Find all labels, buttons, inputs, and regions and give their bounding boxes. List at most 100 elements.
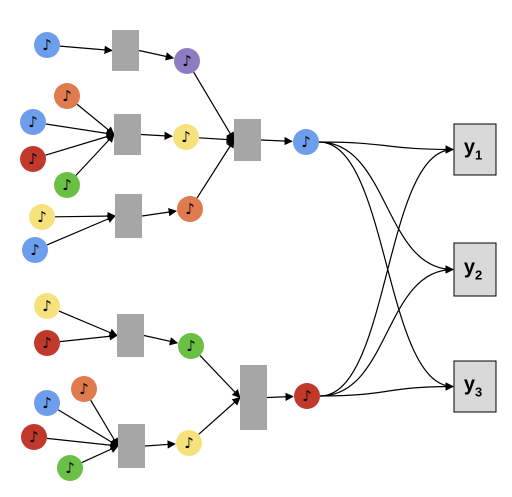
edge-bm2-to-box7 (198, 396, 241, 435)
edge-b4-to-box6 (57, 409, 119, 447)
note-circle (174, 48, 200, 74)
aggregator-box5 (117, 314, 144, 357)
aggregator-box1 (112, 30, 139, 71)
note-circle (20, 109, 46, 135)
note-node-m1: ♪ (174, 48, 200, 74)
output-label-base: y (464, 374, 476, 396)
aggregator-boxes (112, 30, 267, 468)
edge-n4-to-box2 (45, 132, 115, 156)
note-node-top-out: ♪ (293, 129, 319, 155)
music-note-icon: ♪ (42, 297, 52, 315)
note-node-b6: ♪ (57, 455, 83, 481)
edge-top-out-to-output-2 (318, 141, 454, 274)
edge-b1-to-box5 (58, 310, 118, 337)
note-node-bm1: ♪ (178, 333, 204, 359)
note-circle (34, 293, 60, 319)
output-box-1: y1 (453, 123, 497, 176)
music-note-icon: ♪ (184, 434, 194, 452)
note-node-b3: ♪ (71, 376, 97, 402)
edge-n1-to-box1 (59, 45, 113, 55)
edge-box2-to-m2 (140, 131, 173, 140)
output-label-subscript: 3 (475, 385, 482, 400)
music-note-icon: ♪ (65, 459, 75, 477)
note-nodes: ♪♪♪♪♪♪♪♪♪♪♪♪♪♪♪♪♪♪♪♪ (20, 32, 320, 481)
note-node-n2: ♪ (54, 83, 80, 109)
output-box-2: y2 (453, 242, 497, 297)
note-node-bottom-out: ♪ (294, 383, 320, 409)
note-node-m3: ♪ (177, 196, 203, 222)
output-label-subscript: 1 (475, 148, 482, 163)
note-circle (54, 172, 80, 198)
note-circle (29, 204, 55, 230)
music-note-icon: ♪ (42, 334, 52, 352)
music-note-icon: ♪ (42, 394, 52, 412)
edge-bottom-out-to-output-2 (319, 265, 454, 397)
note-node-b5: ♪ (21, 424, 47, 450)
note-node-n6: ♪ (29, 204, 55, 230)
edge-n6-to-box3 (54, 211, 116, 221)
edge-box7-to-bottom-out (266, 392, 294, 402)
aggregator-box3 (115, 194, 142, 238)
edge-n3-to-box2 (45, 123, 115, 138)
output-label-base: y (464, 257, 476, 279)
note-circle (178, 333, 204, 359)
note-node-b2: ♪ (34, 330, 60, 356)
music-note-icon: ♪ (29, 428, 39, 446)
edge-n5-to-box2 (75, 133, 115, 176)
note-circle (34, 330, 60, 356)
music-note-icon: ♪ (182, 52, 192, 70)
edge-m3-to-box4 (196, 139, 235, 199)
music-note-icon: ♪ (62, 176, 72, 194)
note-circle (173, 124, 199, 150)
edge-b6-to-box6 (81, 445, 119, 464)
aggregator-box7 (240, 365, 267, 430)
edge-m1-to-box4 (193, 71, 235, 141)
edge-box6-to-bm2 (144, 440, 176, 449)
note-node-b1: ♪ (34, 293, 60, 319)
edge-box4-to-top-out (260, 136, 293, 146)
output-label-subscript: 2 (475, 268, 482, 283)
music-note-icon: ♪ (185, 200, 195, 218)
note-circle (54, 83, 80, 109)
music-note-icon: ♪ (30, 241, 40, 259)
note-node-n1: ♪ (34, 32, 60, 58)
music-note-icon: ♪ (79, 380, 89, 398)
note-node-n3: ♪ (20, 109, 46, 135)
edge-top-out-to-output-1 (318, 141, 454, 154)
music-note-icon: ♪ (37, 208, 47, 226)
note-circle (21, 424, 47, 450)
note-circle (71, 376, 97, 402)
output-label: y3 (464, 374, 482, 400)
edge-box5-to-bm1 (143, 334, 179, 346)
edge-bottom-out-to-output-3 (319, 382, 454, 397)
note-circle (34, 390, 60, 416)
music-note-icon: ♪ (181, 128, 191, 146)
note-node-b4: ♪ (34, 390, 60, 416)
music-note-icon: ♪ (28, 150, 38, 168)
aggregator-box2 (114, 114, 141, 155)
output-box-3: y3 (453, 360, 497, 413)
music-note-icon: ♪ (301, 133, 311, 151)
note-circle (20, 146, 46, 172)
note-circle (294, 383, 320, 409)
music-note-icon: ♪ (28, 113, 38, 131)
edge-box3-to-m3 (141, 207, 177, 217)
note-node-n4: ♪ (20, 146, 46, 172)
edge-bottom-out-to-output-1 (319, 145, 454, 397)
edge-b3-to-box6 (90, 399, 119, 447)
note-node-m2: ♪ (173, 124, 199, 150)
edge-m2-to-box4 (198, 135, 235, 144)
note-circle (57, 455, 83, 481)
edges (45, 45, 454, 464)
edge-b5-to-box6 (46, 437, 119, 450)
aggregator-box6 (118, 424, 145, 468)
edge-box1-to-m1 (138, 49, 175, 61)
note-node-n5: ♪ (54, 172, 80, 198)
edge-b2-to-box5 (59, 332, 118, 343)
music-note-icon: ♪ (42, 36, 52, 54)
note-circle (22, 237, 48, 263)
output-label-base: y (464, 137, 476, 159)
output-label: y2 (464, 257, 482, 283)
